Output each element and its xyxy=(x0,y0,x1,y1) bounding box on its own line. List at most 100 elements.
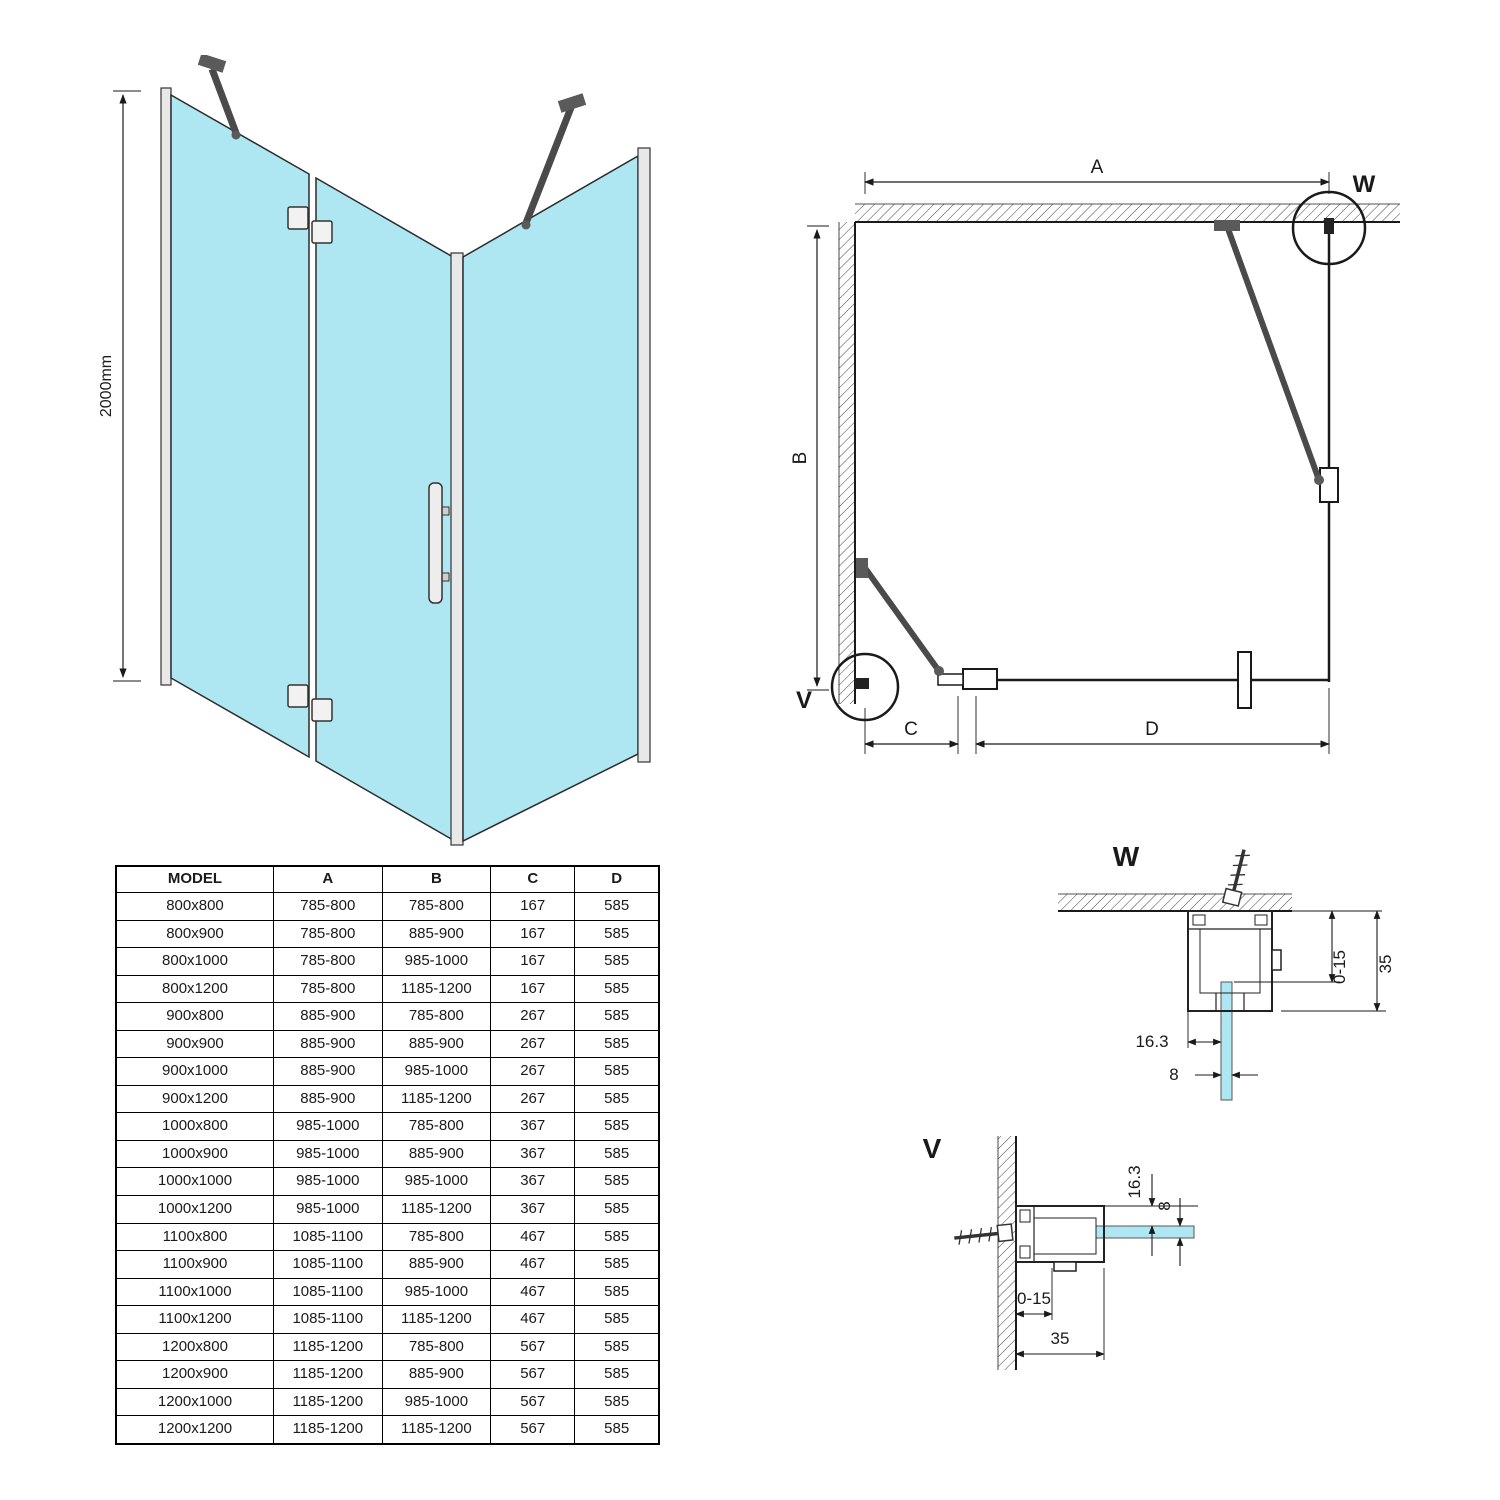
detail-w-dim-35: 35 xyxy=(1281,910,1395,1012)
detail-v-dim-163: 16.3 xyxy=(1104,1165,1198,1256)
dimension-cell: 885-900 xyxy=(381,1029,492,1059)
header-b: B xyxy=(381,865,492,893)
header-a: A xyxy=(272,865,383,893)
detail-w-dim-35-label: 35 xyxy=(1376,955,1395,974)
height-dimension-label: 2000mm xyxy=(98,355,115,417)
dimension-cell: 567 xyxy=(490,1387,576,1417)
dimension-cell: 267 xyxy=(490,1057,576,1086)
header-d: D xyxy=(574,865,660,893)
wall-profile-stub xyxy=(855,678,869,689)
detail-v-callout-label: V xyxy=(796,687,812,714)
plan-strut-bottom xyxy=(856,558,944,676)
dimension-cell: 267 xyxy=(490,1002,576,1031)
model-cell: 900x800 xyxy=(115,1002,274,1031)
side-glass-panel xyxy=(462,154,639,843)
door-glass-plan xyxy=(1319,218,1339,682)
dimension-cell: 585 xyxy=(574,1112,660,1141)
model-cell: 1100x1000 xyxy=(115,1277,274,1307)
top-wall xyxy=(855,203,1400,223)
model-cell: 1100x900 xyxy=(115,1250,274,1279)
dimension-cell: 585 xyxy=(574,947,660,976)
dimension-a-label: A xyxy=(1091,157,1104,178)
dimension-cell: 585 xyxy=(574,1139,660,1169)
dimension-cell: 1085-1100 xyxy=(272,1250,383,1279)
dimension-d-label: D xyxy=(1145,719,1159,740)
model-cell: 1200x1000 xyxy=(115,1387,274,1417)
dimension-a: A xyxy=(864,157,1330,194)
detail-w-dim-163: 16.3 xyxy=(1135,1011,1222,1051)
dimension-cell: 167 xyxy=(490,974,576,1004)
model-cell: 1200x1200 xyxy=(115,1415,274,1445)
detail-w-view: W xyxy=(1058,841,1395,1101)
dimension-cell: 1085-1100 xyxy=(272,1277,383,1307)
model-cell: 900x900 xyxy=(115,1029,274,1059)
dimension-cell: 467 xyxy=(490,1222,576,1252)
dimension-cell: 367 xyxy=(490,1112,576,1141)
dimension-cell: 1185-1200 xyxy=(381,1415,492,1445)
support-strut-left xyxy=(197,55,241,140)
dimension-cell: 885-900 xyxy=(381,1139,492,1169)
dimension-cell: 267 xyxy=(490,1084,576,1114)
dimension-cell: 167 xyxy=(490,892,576,921)
door-handle xyxy=(428,482,450,604)
dimension-b: B xyxy=(790,225,829,691)
dimension-cell: 467 xyxy=(490,1305,576,1334)
anchor-screw-icon xyxy=(954,1223,1014,1245)
detail-v-wall xyxy=(997,1136,1017,1370)
model-cell: 800x900 xyxy=(115,919,274,949)
dimension-cell: 585 xyxy=(574,1387,660,1417)
top-hinge xyxy=(287,206,333,244)
model-cell: 800x1000 xyxy=(115,947,274,976)
dimension-cell: 785-800 xyxy=(381,1332,492,1362)
model-cell: 900x1200 xyxy=(115,1084,274,1114)
dimension-cell: 585 xyxy=(574,1277,660,1307)
dimension-cell: 785-800 xyxy=(272,919,383,949)
model-cell: 1000x800 xyxy=(115,1112,274,1141)
detail-v-view: V xyxy=(923,1133,1198,1370)
dimension-d: D xyxy=(975,688,1330,754)
header-model: MODEL xyxy=(115,865,274,893)
dimension-cell: 585 xyxy=(574,1084,660,1114)
dimension-cell: 885-900 xyxy=(381,919,492,949)
dimension-c-label: C xyxy=(904,719,918,740)
dimension-cell: 567 xyxy=(490,1360,576,1389)
dimension-cell: 985-1000 xyxy=(272,1112,383,1141)
dimension-cell: 785-800 xyxy=(381,1002,492,1031)
dimension-cell: 585 xyxy=(574,974,660,1004)
dimension-cell: 885-900 xyxy=(381,1360,492,1389)
detail-v-dim-8-label: 8 xyxy=(1155,1201,1174,1210)
detail-v-dim-163-label: 16.3 xyxy=(1125,1165,1144,1198)
dimension-cell: 585 xyxy=(574,1002,660,1031)
dimension-cell: 585 xyxy=(574,1360,660,1389)
detail-w-wall xyxy=(1058,893,1292,912)
detail-v-dim-35-label: 35 xyxy=(1051,1329,1070,1348)
dimension-cell: 585 xyxy=(574,1167,660,1197)
model-cell: 900x1000 xyxy=(115,1057,274,1086)
dimension-cell: 1085-1100 xyxy=(272,1305,383,1334)
detail-v-glass xyxy=(1095,1225,1195,1239)
dimension-cell: 367 xyxy=(490,1167,576,1197)
corner-profile xyxy=(450,252,464,846)
dimension-cell: 267 xyxy=(490,1029,576,1059)
size-table-header: MODEL A B C D xyxy=(115,865,660,893)
side-panel-plan xyxy=(937,651,1329,709)
dimension-cell: 1185-1200 xyxy=(381,1305,492,1334)
dimension-cell: 367 xyxy=(490,1195,576,1224)
dimension-cell: 785-800 xyxy=(272,974,383,1004)
dimension-cell: 885-900 xyxy=(272,1057,383,1086)
dimension-cell: 785-800 xyxy=(272,947,383,976)
plan-view: A W V xyxy=(790,157,1400,754)
fixed-glass-panel xyxy=(170,93,310,759)
dimension-cell: 1185-1200 xyxy=(381,974,492,1004)
dimension-cell: 585 xyxy=(574,1057,660,1086)
